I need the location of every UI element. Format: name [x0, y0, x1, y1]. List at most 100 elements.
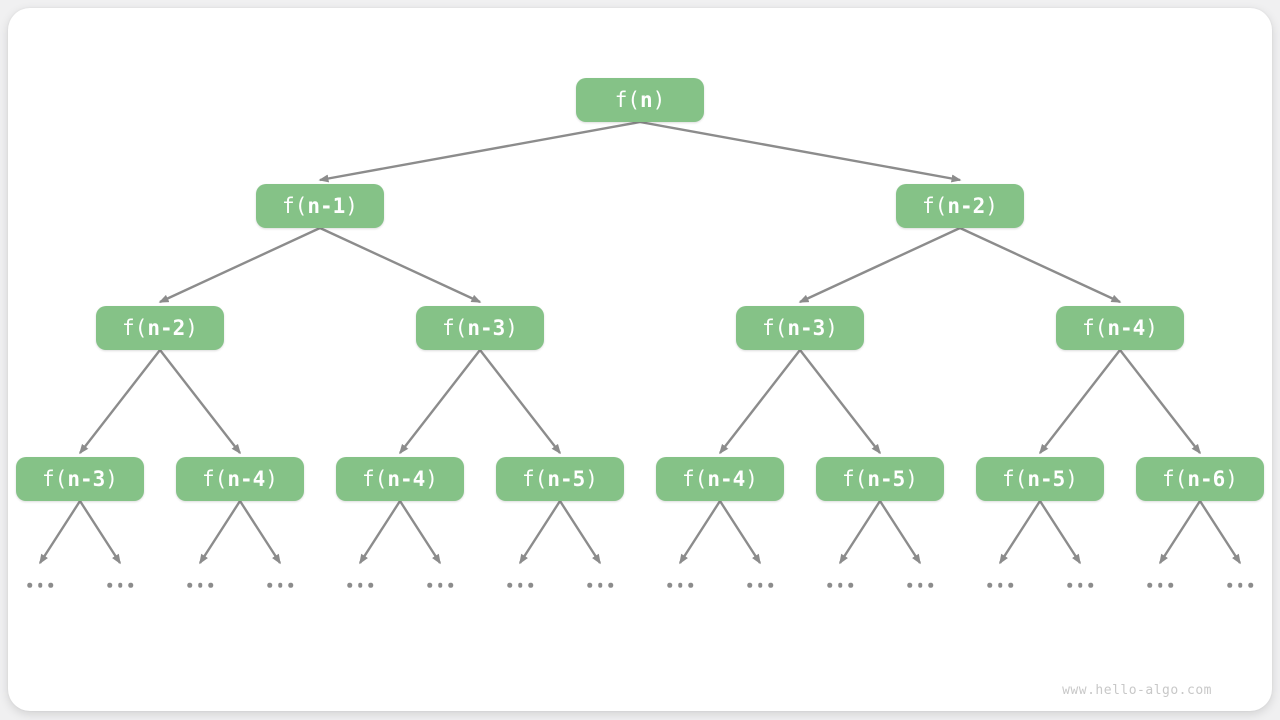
ellipsis-dot [1008, 582, 1013, 588]
tree-edge-arrow [79, 349, 161, 455]
node-label-arg: n [639, 87, 653, 112]
tree-node: f(n) [576, 78, 704, 122]
ellipsis-dot [1088, 582, 1093, 588]
node-label-prefix: f( [282, 193, 308, 218]
node-label-prefix: f( [1082, 315, 1108, 340]
tree-node: f(n-5) [976, 457, 1104, 501]
tree-edge-arrow [319, 226, 482, 304]
ellipsis-dot [117, 582, 123, 588]
tree-edge-arrow [399, 349, 481, 455]
ellipsis-dot [928, 582, 933, 588]
ellipsis [27, 582, 53, 588]
ellipsis-dot [597, 582, 603, 588]
node-label-arg: n-3 [67, 466, 106, 491]
tree-edge-arrow [878, 500, 922, 565]
tree-edge-arrow [398, 500, 442, 565]
node-label-arg: n-4 [1107, 315, 1146, 340]
tree-edge-arrow [479, 349, 561, 455]
ellipsis-dot [208, 582, 213, 588]
node-label-suffix: ) [905, 466, 918, 491]
ellipsis-dot [267, 582, 272, 588]
node-label-prefix: f( [442, 315, 468, 340]
tree-edge-arrow [1198, 500, 1242, 565]
node-label-prefix: f( [122, 315, 148, 340]
ellipsis-dot [1227, 582, 1232, 588]
ellipsis-dot [1237, 582, 1243, 588]
node-label-prefix: f( [1162, 466, 1188, 491]
ellipsis [987, 582, 1013, 588]
tree-node: f(n-2) [896, 184, 1024, 228]
ellipsis-dot [357, 582, 363, 588]
diagram-card [8, 8, 1272, 711]
node-label-prefix: f( [762, 315, 788, 340]
tree-node: f(n-4) [176, 457, 304, 501]
tree-node: f(n-2) [96, 306, 224, 350]
ellipsis-dot [128, 582, 133, 588]
node-label-suffix: ) [1065, 466, 1078, 491]
node-label-arg: n-4 [707, 466, 746, 491]
ellipsis-dot [917, 582, 923, 588]
ellipsis-dot [768, 582, 773, 588]
ellipsis [827, 582, 853, 588]
node-label-arg: n-4 [387, 466, 426, 491]
ellipsis-dot [517, 582, 523, 588]
tree-edge-arrow [959, 226, 1122, 304]
tree-edge-arrow [318, 120, 641, 183]
ellipsis-dot [368, 582, 373, 588]
node-label-suffix: ) [425, 466, 438, 491]
ellipsis-dot [427, 582, 432, 588]
node-label-prefix: f( [682, 466, 708, 491]
tree-node: f(n-4) [1056, 306, 1184, 350]
tree-node: f(n-4) [336, 457, 464, 501]
ellipsis-dot [1168, 582, 1173, 588]
ellipsis [667, 582, 693, 588]
ellipsis-dot [437, 582, 443, 588]
tree-edge-arrow [38, 500, 82, 565]
node-label-arg: n-4 [227, 466, 266, 491]
ellipsis [107, 582, 133, 588]
tree-edge-arrow [558, 500, 602, 565]
tree-edge-arrow [1038, 500, 1082, 565]
node-label-prefix: f( [522, 466, 548, 491]
node-label-suffix: ) [652, 87, 666, 112]
node-label-arg: n-3 [787, 315, 826, 340]
tree-edge-arrow [158, 226, 321, 304]
tree-edge-arrow [198, 500, 242, 565]
ellipsis-dot [448, 582, 453, 588]
ellipsis-dot [608, 582, 613, 588]
tree-edge-arrow [518, 500, 562, 565]
ellipsis-dot [667, 582, 672, 588]
ellipsis-dot [688, 582, 693, 588]
node-label-suffix: ) [505, 315, 518, 340]
tree-node: f(n-3) [16, 457, 144, 501]
ellipsis-dot [827, 582, 832, 588]
tree-edge-arrow [1158, 500, 1202, 565]
ellipsis [187, 582, 213, 588]
ellipsis-dot [187, 582, 192, 588]
node-label-suffix: ) [185, 315, 198, 340]
tree-edge-arrow [238, 500, 282, 565]
ellipsis [1227, 582, 1253, 588]
tree-edge-arrow [798, 226, 961, 304]
ellipsis [907, 582, 933, 588]
tree-edge-arrow [159, 349, 241, 455]
ellipsis-dot [1077, 582, 1083, 588]
watermark: www.hello-algo.com [1062, 683, 1212, 698]
ellipsis-dot [987, 582, 992, 588]
node-label-prefix: f( [1002, 466, 1028, 491]
tree-node: f(n-5) [816, 457, 944, 501]
ellipsis-dot [747, 582, 752, 588]
node-label-arg: n-5 [867, 466, 906, 491]
ellipsis [507, 582, 533, 588]
tree-node: f(n-1) [256, 184, 384, 228]
ellipsis-dot [837, 582, 843, 588]
ellipsis-dot [848, 582, 853, 588]
tree-edge-arrow [998, 500, 1042, 565]
ellipsis-dot [1067, 582, 1072, 588]
ellipsis-dot [107, 582, 112, 588]
ellipsis-dot [37, 582, 43, 588]
ellipsis-dot [27, 582, 32, 588]
